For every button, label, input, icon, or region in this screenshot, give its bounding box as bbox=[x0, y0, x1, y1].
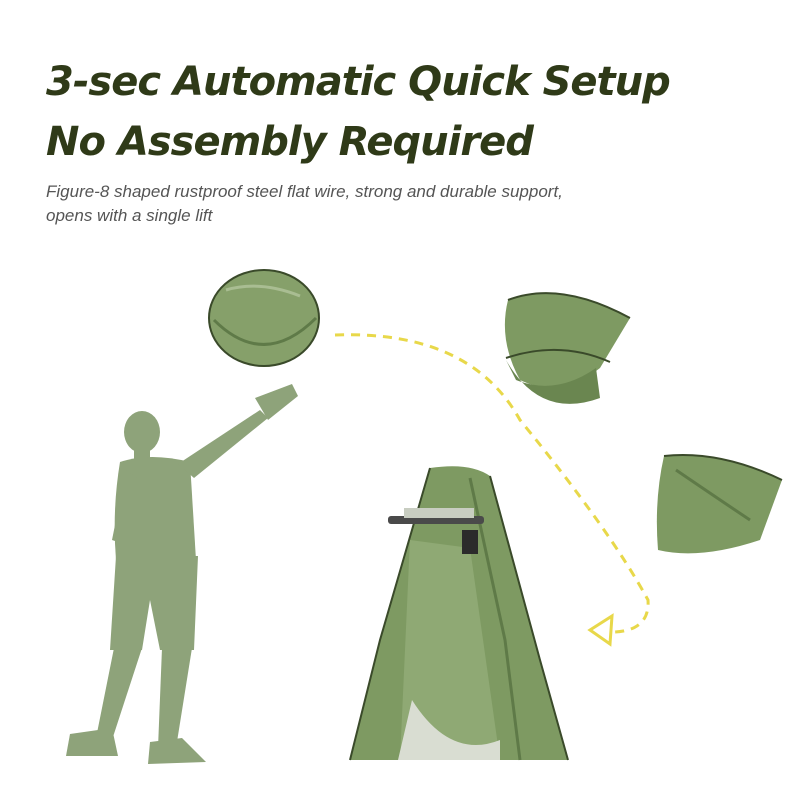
description: Figure-8 shaped rustproof steel flat wir… bbox=[46, 180, 563, 228]
headline-line-2: No Assembly Required bbox=[46, 119, 534, 165]
half-open-tent-middle bbox=[656, 454, 783, 554]
half-open-tent-top bbox=[504, 292, 631, 404]
person-silhouette bbox=[66, 384, 298, 764]
open-tent bbox=[349, 466, 569, 761]
setup-arrow bbox=[334, 333, 650, 647]
description-line-1: Figure-8 shaped rustproof steel flat wir… bbox=[46, 182, 563, 201]
headline: 3-sec Automatic Quick Setup No Assembly … bbox=[46, 52, 671, 172]
description-line-2: opens with a single lift bbox=[46, 206, 213, 225]
headline-line-1: 3-sec Automatic Quick Setup bbox=[46, 59, 671, 105]
folded-tent-disc bbox=[208, 269, 320, 367]
